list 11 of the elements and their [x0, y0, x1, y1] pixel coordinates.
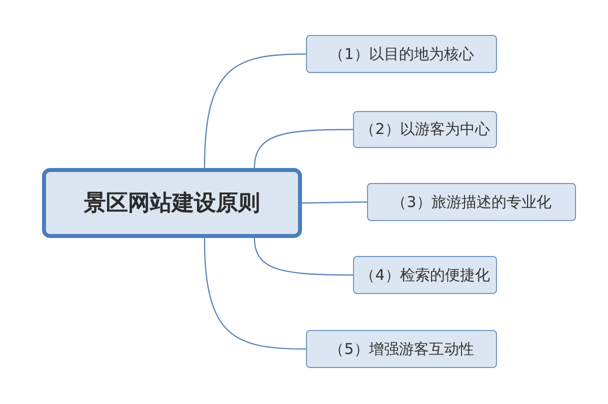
connector-line	[254, 238, 353, 276]
subtopic-box: （5）增强游客互动性	[306, 330, 497, 368]
connector-line	[204, 238, 306, 350]
connector-line	[302, 201, 368, 204]
central-topic-box: 景区网站建设原则	[42, 168, 302, 238]
subtopic-box: （1）以目的地为核心	[306, 35, 497, 73]
subtopic-box: （4）检索的便捷化	[353, 256, 497, 294]
connector-line	[204, 53, 306, 168]
subtopic-box: （3）旅游描述的专业化	[367, 183, 576, 221]
connector-line	[254, 128, 353, 168]
subtopic-box: （2）以游客为中心	[353, 111, 497, 148]
